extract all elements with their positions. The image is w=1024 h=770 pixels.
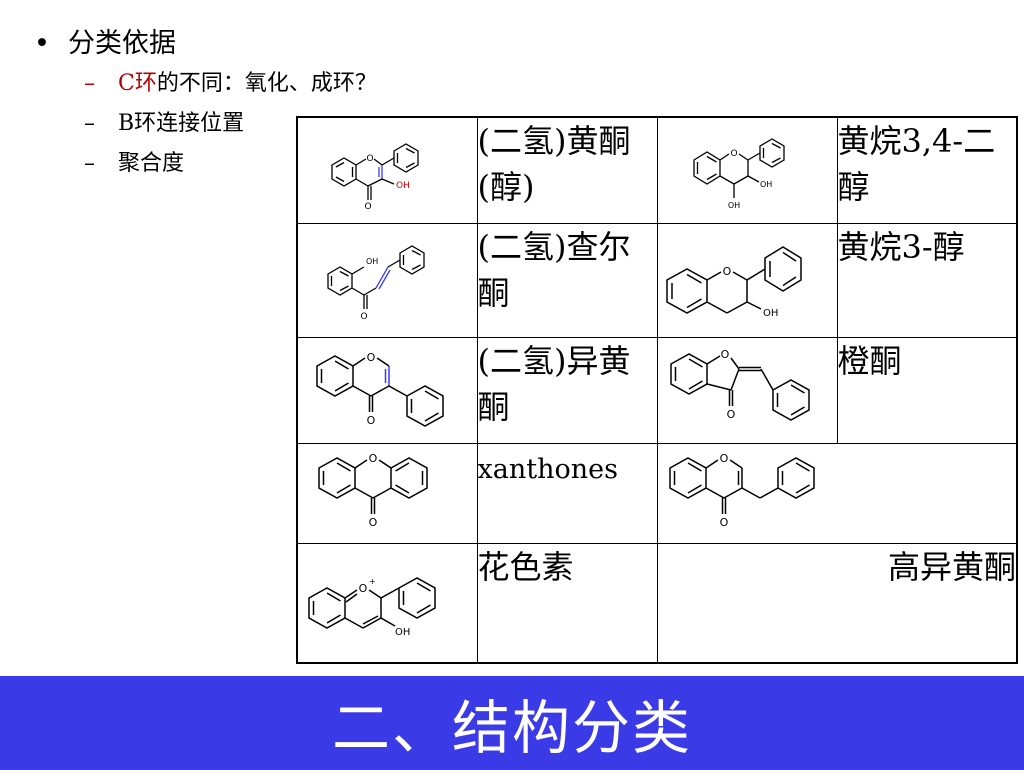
table-row: O O xanthones O O [296, 442, 1018, 544]
title-banner: 二、结构分类 [0, 674, 1024, 770]
aurone-label: 橙酮 [836, 336, 1018, 444]
table-row: O + OH 花色素 高异黄酮 [296, 542, 1018, 664]
flavan-ol-structure-cell: O OH [656, 222, 838, 338]
dash-icon: – [84, 111, 95, 136]
xanthone-structure-icon: O O [318, 452, 428, 529]
anthocyanidin-label: 花色素 [476, 542, 658, 664]
hydroxyl-label: OH [396, 181, 410, 191]
xanthone-label: xanthones [476, 442, 658, 544]
isoflavone-structure-cell: O O [296, 336, 478, 444]
hydroxyl-label: OH [760, 180, 772, 189]
flavonol-structure-icon: O O OH [331, 143, 419, 212]
oxygen-atom-label: O [367, 414, 376, 427]
hydroxyl-label: OH [728, 201, 740, 210]
flavan-diol-structure-icon: O OH OH [693, 138, 785, 210]
hydroxyl-label: OH [366, 257, 378, 266]
dash-icon: – [84, 71, 95, 96]
sub-bullet-text: 的不同：氧化、成环？ [156, 71, 377, 96]
isoflavone-structure-icon: O O [316, 351, 444, 427]
flavonol-structure-cell: O O OH [296, 116, 478, 224]
oxygen-atom-label: O [721, 348, 730, 361]
slide-title: 二、结构分类 [331, 694, 692, 762]
oxygen-atom-label: O [719, 516, 728, 529]
bullet-main-text: 分类依据 [68, 28, 176, 59]
chalcone-label: (二氢)查尔酮 [476, 222, 658, 338]
oxygen-atom-label: O [367, 351, 376, 364]
oxygen-atom-label: O [361, 312, 368, 322]
sub-bullet-text: 聚合度 [118, 151, 185, 176]
oxygen-atom-label: O [730, 149, 737, 159]
oxygen-atom-label: O [359, 582, 368, 595]
aurone-structure-icon: O O [670, 348, 810, 421]
flavan-diol-label: 黄烷3,4-二醇 [836, 116, 1018, 224]
classification-table: O O OH (二氢)黄酮(醇) O OH OH 黄烷3,4-二醇 [296, 116, 1018, 664]
flavan-ol-structure-icon: O OH [666, 245, 802, 319]
oxygen-atom-label: O [719, 452, 728, 465]
flavan-diol-structure-cell: O OH OH [656, 116, 838, 224]
oxygen-atom-label: O [369, 516, 378, 529]
oxygen-atom-label: O [727, 408, 736, 421]
flavan-ol-label: 黄烷3-醇 [836, 222, 1018, 338]
sub-bullet-b-ring: – B环连接位置 [84, 104, 377, 144]
oxygen-atom-label: O [367, 154, 374, 164]
anthocyanidin-structure-icon: O + OH [308, 577, 436, 638]
oxygen-atom-label: O [723, 265, 732, 278]
table-row: O O (二氢)异黄酮 O O 橙酮 [296, 336, 1018, 444]
hydroxyl-label: OH [763, 308, 778, 319]
bullet-dot-icon: • [34, 28, 50, 59]
homoisoflavone-label: 高异黄酮 [656, 542, 1018, 664]
aurone-structure-cell: O O [656, 336, 838, 444]
sub-bullet-highlight: C环 [118, 71, 157, 96]
dash-icon: – [84, 151, 95, 176]
positive-charge-label: + [369, 577, 376, 586]
chalcone-structure-cell: OH O [296, 222, 478, 338]
homoisoflavone-structure-cell: O O [656, 442, 1018, 544]
homoisoflavone-structure-icon: O O [668, 452, 815, 529]
chalcone-structure-icon: OH O [327, 244, 425, 322]
sub-bullet-polymerization: – 聚合度 [84, 144, 377, 184]
table-row: O O OH (二氢)黄酮(醇) O OH OH 黄烷3,4-二醇 [296, 116, 1018, 224]
bullet-list: • 分类依据 – C环的不同：氧化、成环？ – B环连接位置 – 聚合度 [34, 24, 377, 184]
hydroxyl-label: OH [395, 627, 410, 638]
table-row: OH O (二氢)查尔酮 O OH 黄烷3-醇 [296, 222, 1018, 338]
sub-bullet-c-ring: – C环的不同：氧化、成环？ [84, 64, 377, 104]
bullet-main: • 分类依据 [34, 24, 377, 64]
xanthone-structure-cell: O O [296, 442, 478, 544]
oxygen-atom-label: O [369, 452, 378, 465]
flavonol-label: (二氢)黄酮(醇) [476, 116, 658, 224]
isoflavone-label: (二氢)异黄酮 [476, 336, 658, 444]
anthocyanidin-structure-cell: O + OH [296, 542, 478, 664]
sub-bullet-text: B环连接位置 [118, 111, 245, 136]
oxygen-atom-label: O [365, 202, 372, 212]
